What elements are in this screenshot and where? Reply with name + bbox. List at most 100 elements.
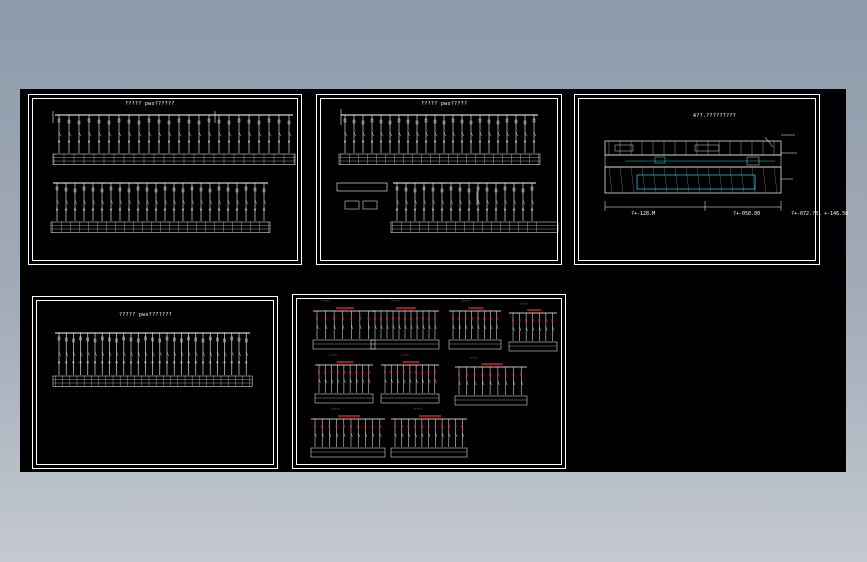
- breaker-symbol: [216, 337, 219, 342]
- panel-breaker: [394, 425, 396, 428]
- panel-breaker: [481, 373, 484, 376]
- sheet-4-schematic: [52, 332, 253, 387]
- panel-breaker: [525, 319, 527, 322]
- switch-symbol: [488, 132, 491, 137]
- switch-symbol: [159, 351, 162, 356]
- switch-symbol: [66, 351, 68, 356]
- switch-symbol: [178, 132, 181, 137]
- equipment: [746, 156, 760, 166]
- panel-table: [454, 395, 528, 406]
- equipment-block: [362, 200, 378, 210]
- switch-symbol: [504, 200, 507, 205]
- switch-symbol: [506, 132, 509, 137]
- breaker-symbol: [237, 118, 241, 123]
- switch-symbol: [188, 351, 191, 356]
- switch-symbol: [405, 200, 408, 205]
- ct-symbol: [79, 361, 82, 364]
- breaker-symbol: [129, 337, 133, 342]
- breaker-symbol: [277, 119, 281, 124]
- breaker-symbol: [91, 187, 95, 192]
- panel-title-3: ?????: [461, 299, 471, 303]
- breaker-symbol: [194, 337, 198, 342]
- breaker-symbol: [163, 186, 167, 191]
- switch-symbol: [227, 200, 230, 205]
- switch-symbol: [434, 132, 437, 137]
- panel-switch: [455, 432, 458, 438]
- breaker-symbol: [79, 336, 82, 341]
- ct-symbol: [485, 208, 489, 211]
- ct-symbol: [147, 140, 151, 143]
- drawing-sheet-1[interactable]: ????? pwo??????: [28, 94, 302, 265]
- panel-switch: [336, 432, 339, 438]
- breaker-symbol: [167, 120, 171, 125]
- cad-model-space[interactable]: ????? pwo?????? ????? pwo????? 4??.?????…: [20, 89, 848, 472]
- switch-symbol: [416, 132, 419, 137]
- breaker-symbol: [199, 187, 203, 192]
- panel-switch: [448, 432, 451, 438]
- sheet-2-schematic: [336, 109, 559, 233]
- breaker-symbol: [118, 187, 122, 192]
- breaker-symbol: [413, 188, 417, 193]
- switch-symbol: [118, 132, 121, 137]
- ct-symbol: [287, 140, 291, 143]
- ct-symbol: [277, 140, 281, 143]
- panel-breaker: [328, 425, 331, 428]
- ct-symbol: [352, 140, 356, 143]
- panel-breaker: [489, 373, 491, 376]
- switch-symbol: [371, 132, 374, 137]
- ct-symbol: [199, 208, 203, 211]
- drawing-sheet-4[interactable]: ????? pwo???????: [32, 296, 278, 469]
- breaker-symbol: [370, 118, 374, 123]
- switch-symbol: [78, 132, 81, 137]
- ct-symbol: [201, 361, 205, 364]
- panel-switch: [496, 324, 499, 330]
- panel-breaker: [314, 425, 316, 428]
- ct-symbol: [361, 140, 365, 143]
- panel-breaker: [427, 371, 430, 374]
- breaker-symbol: [440, 188, 444, 193]
- breaker-symbol: [404, 187, 408, 192]
- breaker-symbol: [460, 119, 464, 124]
- sheet-3-dim-1: ?+-128.M: [631, 211, 656, 217]
- breaker-symbol: [467, 188, 471, 193]
- panel-table: [390, 447, 468, 458]
- switch-symbol: [398, 132, 401, 137]
- switch-symbol: [531, 200, 534, 205]
- switch-symbol: [522, 200, 525, 205]
- panel-switch: [337, 378, 340, 384]
- breaker-symbol: [449, 186, 453, 191]
- panel-switch: [331, 378, 334, 384]
- breaker-symbol: [117, 118, 121, 123]
- switch-symbol: [191, 200, 194, 205]
- panel-breaker: [452, 317, 454, 320]
- ct-symbol: [127, 208, 131, 211]
- panel-table: [508, 341, 558, 352]
- ct-symbol: [177, 140, 181, 143]
- ct-symbol: [343, 140, 347, 143]
- drawing-sheet-2[interactable]: ????? pwo?????: [316, 94, 562, 265]
- drawing-sheet-5[interactable]: ????? ????? ????? ????? ????? ????? ????…: [292, 294, 566, 469]
- transformer-block: [336, 182, 388, 192]
- panel-breaker: [427, 425, 430, 428]
- ct-symbol: [100, 208, 104, 211]
- ct-symbol: [521, 208, 525, 211]
- ct-symbol: [433, 140, 437, 143]
- switch-symbol: [164, 200, 167, 205]
- ct-symbol: [57, 361, 61, 364]
- breaker-symbol: [223, 338, 226, 343]
- breaker-symbol: [406, 119, 410, 124]
- panel-switch: [409, 378, 412, 384]
- panel-switch: [414, 432, 417, 438]
- breaker-symbol: [244, 186, 248, 191]
- switch-symbol: [73, 351, 76, 356]
- switch-symbol: [246, 351, 248, 356]
- panel-switch: [403, 378, 406, 384]
- ct-symbol: [122, 361, 125, 364]
- breaker-symbol: [397, 118, 401, 123]
- switch-symbol: [353, 132, 356, 137]
- ct-symbol: [247, 140, 251, 143]
- drawing-sheet-3[interactable]: 4??.????????? ?+-128.M ?+-050.00 ?+-072.…: [574, 94, 848, 265]
- panel-title-2: ?????: [391, 299, 401, 303]
- panel-switch: [343, 432, 346, 438]
- switch-symbol: [495, 200, 498, 205]
